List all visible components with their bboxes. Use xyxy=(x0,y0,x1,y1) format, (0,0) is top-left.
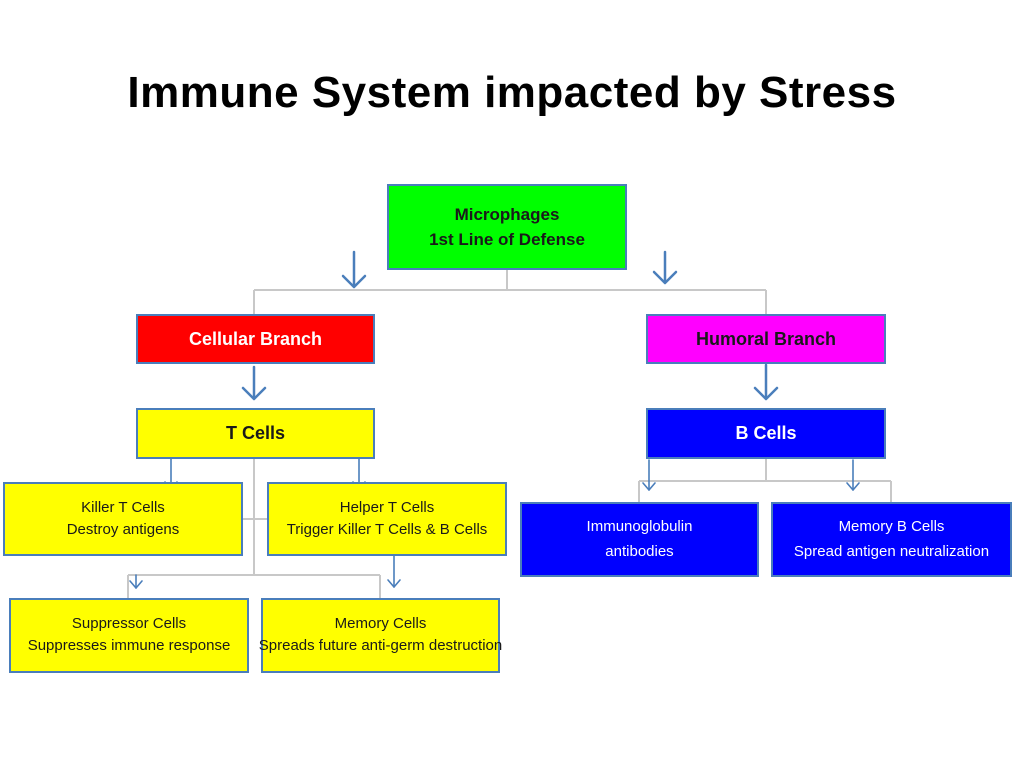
arrow-down-icon xyxy=(387,554,401,588)
node-memory-b-cells-desc: Spread antigen neutralization xyxy=(793,542,990,560)
slide-title: Immune System impacted by Stress xyxy=(127,68,897,117)
arrow-down-icon xyxy=(846,459,860,491)
arrow-down-icon xyxy=(129,574,143,589)
node-suppressor-cells-title: Suppressor Cells xyxy=(71,615,187,633)
node-cellular-branch: Cellular Branch xyxy=(136,314,375,364)
node-helper-t-cells: Helper T Cells Trigger Killer T Cells & … xyxy=(267,482,507,556)
node-memory-b-cells: Memory B Cells Spread antigen neutraliza… xyxy=(771,502,1012,577)
node-t-cells: T Cells xyxy=(136,408,375,459)
node-memory-cells-desc: Spreads future anti-germ destruction xyxy=(258,637,503,654)
node-humoral-branch: Humoral Branch xyxy=(646,314,886,364)
node-cellular-branch-label: Cellular Branch xyxy=(188,328,323,349)
node-killer-t-cells-desc: Destroy antigens xyxy=(66,520,180,538)
arrow-down-icon xyxy=(753,363,779,401)
node-immunoglobulin-desc: antibodies xyxy=(605,542,674,560)
arrow-down-icon xyxy=(341,250,367,289)
arrow-down-icon xyxy=(652,250,678,285)
node-immunoglobulin-title: Immunoglobulin xyxy=(586,517,693,535)
node-humoral-branch-label: Humoral Branch xyxy=(695,328,837,349)
node-suppressor-cells-desc: Suppresses immune response xyxy=(27,637,231,654)
node-killer-t-cells-title: Killer T Cells xyxy=(81,498,165,516)
node-memory-b-cells-title: Memory B Cells xyxy=(838,517,945,535)
node-microphages-subtitle: 1st Line of Defense xyxy=(429,230,585,249)
node-suppressor-cells: Suppressor Cells Suppresses immune respo… xyxy=(9,598,249,673)
node-memory-cells: Memory Cells Spreads future anti-germ de… xyxy=(258,598,503,673)
node-b-cells: B Cells xyxy=(646,408,886,459)
arrow-down-icon xyxy=(642,459,656,491)
node-killer-t-cells: Killer T Cells Destroy antigens xyxy=(3,482,243,556)
node-helper-t-cells-desc: Trigger Killer T Cells & B Cells xyxy=(286,520,488,538)
node-b-cells-label: B Cells xyxy=(735,423,797,444)
node-microphages: Microphages 1st Line of Defense xyxy=(387,184,627,270)
node-memory-cells-title: Memory Cells xyxy=(334,615,427,633)
node-t-cells-label: T Cells xyxy=(225,423,286,444)
arrow-down-icon xyxy=(241,365,267,401)
node-immunoglobulin: Immunoglobulin antibodies xyxy=(520,502,759,577)
node-helper-t-cells-title: Helper T Cells xyxy=(339,498,435,516)
node-microphages-title: Microphages xyxy=(454,204,560,224)
